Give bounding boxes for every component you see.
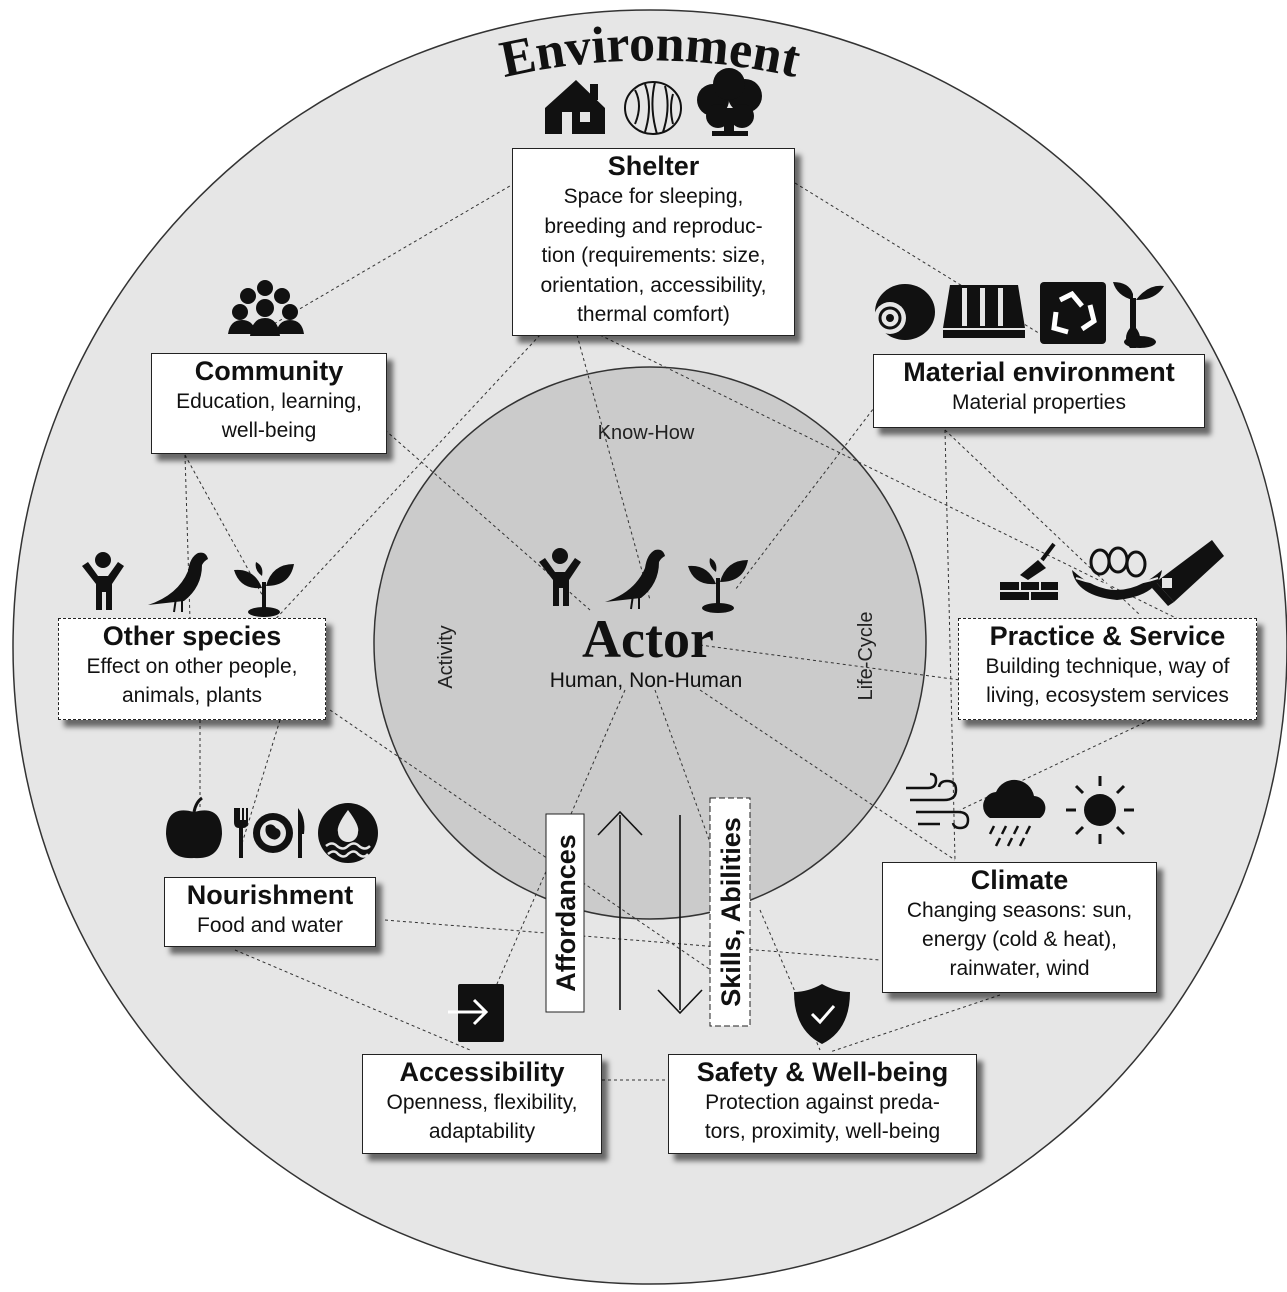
tree-icon — [697, 68, 762, 136]
trowel-bricks-icon — [1000, 542, 1058, 600]
actor-person-icon — [539, 548, 581, 606]
flow-arrows — [597, 810, 703, 1015]
affordances-label: Affordances — [551, 834, 581, 992]
material-environment-box: Material environment Material properties — [873, 354, 1205, 428]
nest-icon — [624, 81, 682, 135]
enter-icon — [448, 984, 504, 1042]
pallet-icon — [943, 285, 1025, 338]
life-cycle-label: Life-Cycle — [855, 612, 877, 701]
actor-subtitle: Human, Non-Human — [550, 669, 743, 692]
plant-stem-icon — [1113, 282, 1164, 348]
house-icon — [545, 80, 605, 134]
plate-cutlery-icon — [234, 808, 305, 858]
practice-service-description: Building technique, way of living, ecosy… — [985, 655, 1230, 707]
person-icon — [82, 552, 124, 610]
community-title: Community — [194, 356, 344, 386]
sun-icon — [1066, 776, 1134, 844]
know-how-label: Know-How — [598, 422, 695, 444]
shelter-description: Space for sleeping, breeding and reprodu… — [540, 185, 767, 326]
practice-service-title: Practice & Service — [989, 621, 1226, 651]
water-drop-icon — [318, 803, 378, 863]
actor-seedling-icon — [688, 558, 748, 613]
eggs-nest-icon — [1072, 546, 1162, 600]
accessibility-title: Accessibility — [399, 1057, 565, 1087]
nourishment-description: Food and water — [197, 914, 343, 937]
nourishment-title: Nourishment — [186, 880, 354, 910]
saw-icon — [1152, 540, 1224, 606]
actor-circle — [373, 366, 927, 920]
affordances-box: Affordances — [545, 813, 585, 1013]
wind-icon — [906, 772, 970, 830]
rain-cloud-icon — [983, 779, 1046, 847]
safety-wellbeing-title: Safety & Well-being — [696, 1057, 949, 1087]
recycle-icon — [1040, 282, 1106, 344]
bird-icon — [148, 552, 208, 613]
shelter-box: Shelter Space for sleeping, breeding and… — [512, 148, 795, 336]
other-species-box: Other species Effect on other people, an… — [58, 618, 326, 720]
other-species-title: Other species — [102, 621, 282, 651]
climate-box: Climate Changing seasons: sun, energy (c… — [882, 862, 1157, 993]
safety-wellbeing-box: Safety & Well-being Protection against p… — [668, 1054, 977, 1154]
climate-description: Changing seasons: sun, energy (cold & he… — [906, 899, 1133, 980]
actor-bird-icon — [605, 549, 665, 610]
material-environment-description: Material properties — [952, 391, 1126, 414]
practice-service-box: Practice & Service Building technique, w… — [958, 618, 1257, 720]
nourishment-box: Nourishment Food and water — [164, 877, 376, 947]
apple-icon — [166, 796, 222, 859]
activity-label: Activity — [435, 625, 457, 688]
climate-title: Climate — [970, 865, 1069, 895]
group-icon — [228, 280, 304, 336]
accessibility-box: Accessibility Openness, flexibility, ada… — [362, 1054, 602, 1154]
shield-check-icon — [794, 984, 850, 1044]
skills-box: Skills, Abilities — [709, 797, 751, 1027]
skills-label: Skills, Abilities — [716, 817, 746, 1007]
accessibility-description: Openness, flexibility, adaptability — [386, 1091, 578, 1143]
safety-wellbeing-description: Protection against preda- tors, proximit… — [704, 1091, 941, 1143]
community-box: Community Education, learning, well-bein… — [151, 353, 387, 454]
shelter-title: Shelter — [607, 151, 700, 181]
material-environment-title: Material environment — [903, 357, 1175, 387]
actor-title: Actor — [582, 609, 714, 669]
community-description: Education, learning, well-being — [176, 390, 362, 442]
log-roll-icon — [874, 284, 935, 340]
seedling-icon — [234, 562, 294, 617]
other-species-description: Effect on other people, animals, plants — [86, 655, 298, 707]
